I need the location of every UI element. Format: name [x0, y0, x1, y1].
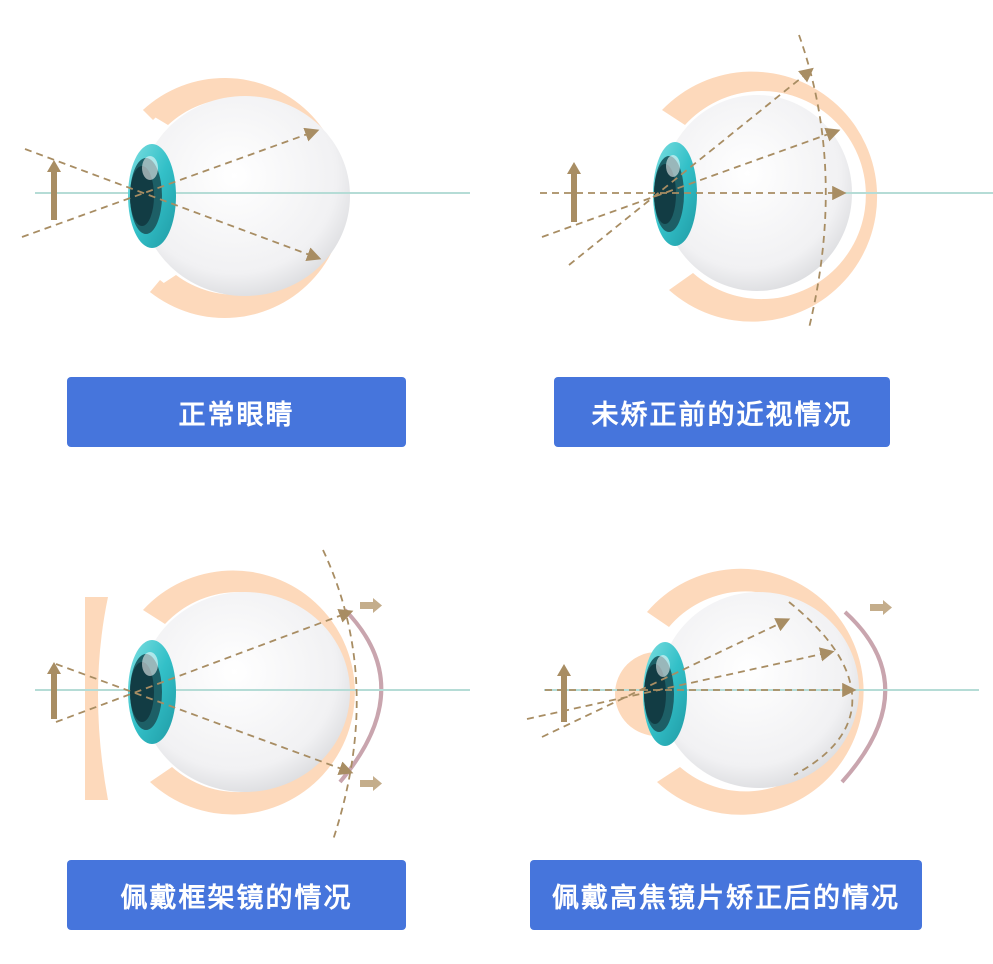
- normal-eye-diagram: [21, 77, 470, 318]
- defocus-curve: [788, 601, 854, 776]
- pupil: [644, 664, 666, 724]
- frame-glasses-diagram: [35, 549, 470, 841]
- sclera-ring: [143, 570, 355, 815]
- pupil: [130, 166, 154, 226]
- panel-frame-glasses: 佩戴框架镜的情况: [0, 482, 496, 964]
- eyeball: [140, 96, 350, 296]
- label-frame-glasses: 佩戴框架镜的情况: [67, 860, 406, 930]
- panel-uncorrected-myopia: 未矫正前的近视情况: [497, 0, 993, 460]
- pupil: [654, 164, 676, 224]
- sclera-ring: [647, 568, 864, 815]
- label-high-focus-lens: 佩戴高焦镜片矫正后的情况: [530, 860, 922, 930]
- elongated-retina: [338, 608, 384, 784]
- concave-lens: [85, 597, 108, 800]
- growth-arrow-icon: [360, 776, 382, 791]
- elongated-retina: [840, 610, 888, 784]
- high-focus-lens-diagram: [526, 568, 979, 815]
- uncorrected-myopia-diagram: [540, 34, 993, 329]
- focal-curve: [322, 549, 358, 841]
- growth-arrow-icon: [870, 600, 892, 615]
- label-uncorrected-myopia: 未矫正前的近视情况: [554, 377, 890, 447]
- eyeball: [140, 592, 350, 792]
- panel-normal-eye: 正常眼睛: [0, 0, 496, 460]
- growth-arrow-icon: [360, 598, 382, 613]
- pupil: [130, 662, 154, 722]
- sclera-ring: [662, 71, 878, 322]
- panel-high-focus-lens: 佩戴高焦镜片矫正后的情况: [497, 482, 993, 964]
- label-normal-eye: 正常眼睛: [67, 377, 406, 447]
